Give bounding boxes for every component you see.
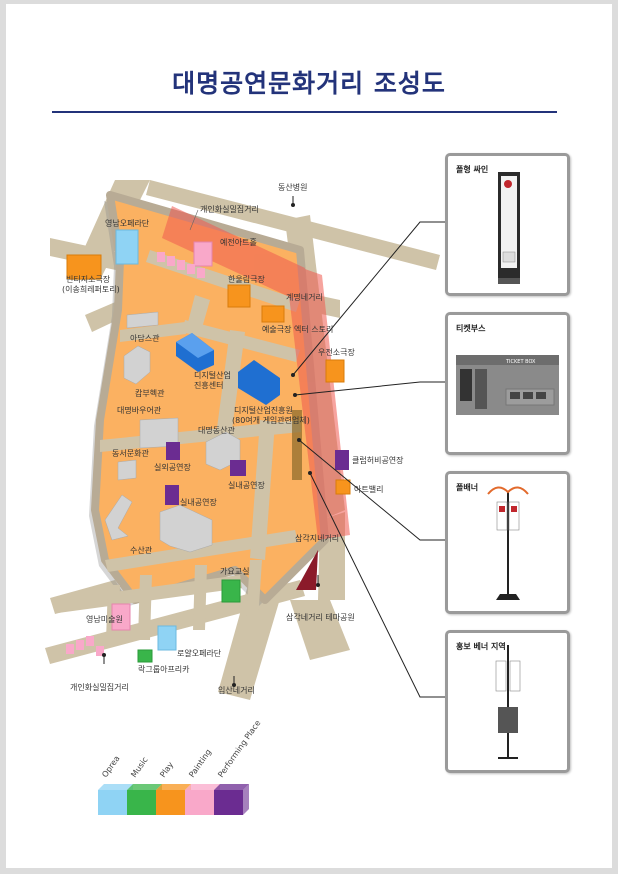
card-pole-sign: 폴형 싸인: [445, 153, 570, 296]
digital-facility-blocks: [176, 333, 280, 405]
label-digital2: 진흥센터: [194, 380, 223, 390]
label-silwoe: 실외공연장: [154, 462, 191, 472]
label-bitiji: 빈티지소극장: [66, 274, 111, 284]
label-yejeon: 예전아트홀: [220, 237, 257, 247]
title-divider: [52, 111, 557, 113]
label-digital1: 디지털산업: [194, 370, 231, 380]
card-pole-banner-title: 폴배너: [456, 483, 479, 492]
label-silnae1: 실내공연장: [228, 480, 265, 490]
painting-venues: [66, 241, 213, 656]
label-park-opera: 락그룹아프리카: [138, 664, 190, 674]
play-venues: [66, 254, 351, 495]
legend-item-performing-place: Performing Place: [214, 719, 262, 815]
promo-banner-illustration: [495, 645, 521, 759]
legend-label: Music: [129, 755, 149, 779]
legend-swatch-top: [127, 784, 162, 790]
legend-swatch-top: [185, 784, 220, 790]
legend-swatch-top: [98, 784, 133, 790]
label-club: 클럽허비공연장: [352, 455, 404, 465]
card-promo-banner-title: 홍보 베너 지역: [456, 642, 506, 651]
legend-swatch: [156, 790, 185, 815]
label-daemyeong-dong: 대명동산관: [198, 425, 235, 435]
map-pins: [102, 196, 320, 687]
legend-label: Play: [158, 760, 175, 779]
label-artvalley: 아트밸리: [354, 484, 383, 494]
card-pole-sign-title: 폴형 싸인: [456, 165, 489, 174]
legend-swatch: [214, 790, 243, 815]
label-hanul: 한울림극장: [228, 274, 265, 284]
ticket-box-sign: TICKET BOX: [505, 359, 536, 365]
label-bitiji-sub: (이송희레퍼토리): [62, 284, 120, 294]
label-yeongnam-art: 영남미술원: [86, 614, 123, 624]
legend-label: Oprea: [100, 754, 121, 779]
label-dongsan: 동산병원: [278, 182, 307, 192]
legend-swatch-side: [243, 784, 249, 815]
legend-swatch-top: [156, 784, 191, 790]
label-useon: 우전소극장: [318, 347, 355, 357]
label-gyemyeong: 계명네거리: [286, 292, 323, 302]
legend-swatch: [127, 790, 156, 815]
page-title: 대명공연문화거리 조성도: [172, 69, 446, 98]
legend-label: Painting: [187, 748, 213, 780]
label-gayo: 가요교실: [220, 566, 249, 576]
label-digital-center2: (80여개 게임관련업체): [232, 415, 310, 425]
label-kambu: 캄부헥관: [135, 388, 165, 398]
label-rowal: 로얄오페라단: [177, 648, 222, 658]
label-daemyeong-bau: 대명바우어관: [117, 405, 162, 415]
legend-swatch: [98, 790, 127, 815]
legend-swatch-top: [214, 784, 249, 790]
music-venues: [137, 579, 241, 663]
card-ticket-booth: 티켓부스 TICKET BOX: [445, 312, 570, 455]
label-gaein-top: 개인화실밀집거리: [200, 204, 259, 214]
label-dongseo: 동서문화관: [112, 448, 149, 458]
opera-venues: [115, 229, 177, 651]
label-silnae2: 실내공연장: [180, 497, 217, 507]
district-area: [55, 191, 329, 640]
performance-places: [165, 442, 349, 505]
label-yesul: 예술극장 엑터 스토리: [262, 324, 333, 334]
legend-swatch: [185, 790, 214, 815]
label-samgeori: 삼각지네거리: [295, 533, 339, 543]
ticket-booth-illustration: TICKET BOX: [456, 355, 559, 415]
pole-sign-illustration: [498, 172, 520, 284]
callout-lines: [292, 221, 447, 698]
label-samgeori-park: 삼각네거리 테마공원: [286, 612, 355, 622]
label-gaein-bottom: 개인화실밀집거리: [70, 682, 129, 692]
label-digital-center1: 디지털산업진흥원: [234, 405, 293, 415]
label-susan: 수산관: [130, 545, 153, 555]
label-ipsan: 입산네거리: [218, 685, 255, 695]
game-street-marker: [292, 410, 302, 480]
card-promo-banner: 홍보 베너 지역: [445, 630, 570, 773]
card-pole-banner: 폴배너: [445, 471, 570, 614]
card-ticket-booth-title: 티켓부스: [456, 324, 486, 333]
label-yeongnam-opera: 영남오페라단: [105, 218, 150, 228]
label-adam: 아담스관: [130, 333, 160, 343]
pole-banner-illustration: [487, 486, 529, 600]
legend-label: Performing Place: [216, 719, 262, 780]
map-labels: 동산병원 개인화실밀집거리 영남오페라단 예전아트홀 빈티지소극장 (이송희레퍼…: [62, 182, 404, 695]
performance-street-highlight: [162, 206, 350, 540]
theme-park-marker: [296, 550, 318, 590]
